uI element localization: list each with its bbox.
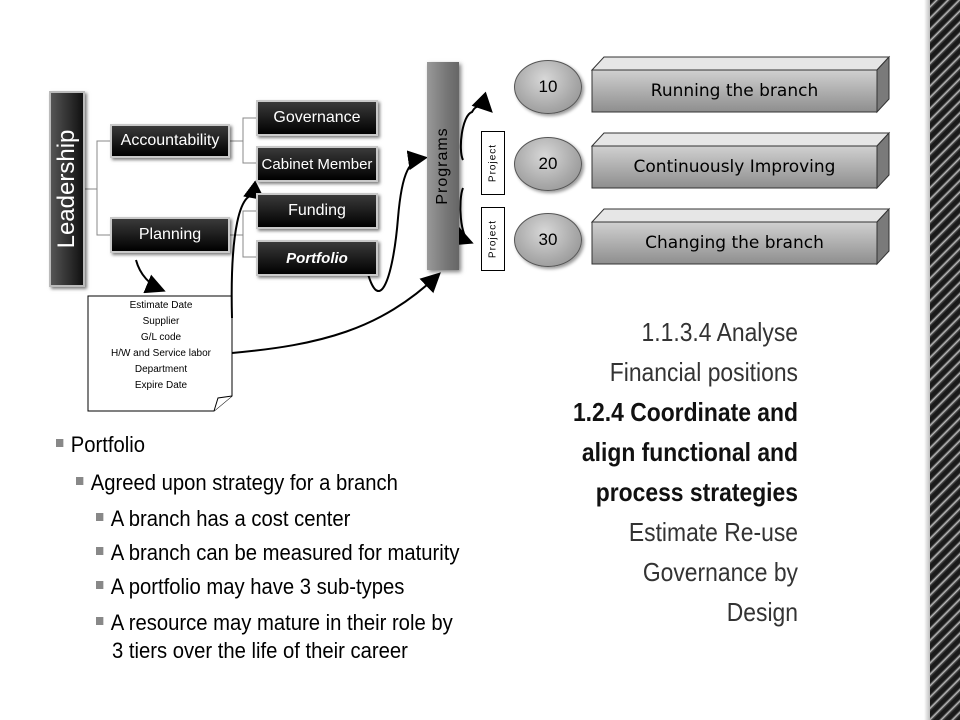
bullet-item: A branch has a cost center — [96, 506, 350, 532]
right-text-line-bold: process strategies — [595, 477, 798, 507]
bullet-square-icon — [96, 581, 104, 590]
right-text-line: 1.1.3.4 Analyse — [641, 317, 798, 347]
accountability-box: Accountability — [110, 124, 230, 158]
right-text-line-bold: align functional and — [581, 437, 798, 467]
level-circle: 20 — [514, 137, 582, 191]
bullet-item: A branch can be measured for maturity — [96, 540, 459, 566]
planning-box: Planning — [110, 217, 230, 253]
cabinet-member-box: Cabinet Member — [256, 146, 378, 182]
slab-changing — [590, 207, 891, 266]
bullet-square-icon — [76, 477, 84, 486]
note-line: Expire Date — [134, 380, 188, 391]
bullet-square-icon — [96, 547, 104, 556]
bullet-item: A resource may mature in their role by — [96, 610, 453, 636]
note-line: G/L code — [140, 332, 182, 343]
decorative-border — [924, 0, 960, 720]
level-circle: 10 — [514, 60, 582, 114]
note-content: Estimate Date Supplier G/L code H/W and … — [90, 298, 232, 394]
project-label: Project — [487, 143, 499, 183]
right-text-line: Design — [726, 597, 798, 627]
note-line: Department — [134, 364, 188, 375]
note-line: Estimate Date — [129, 300, 193, 311]
bullet-item: Agreed upon strategy for a branch — [76, 470, 398, 496]
bullet-text: A resource may mature in their role by — [110, 610, 453, 635]
right-text-line-bold: 1.2.4 Coordinate and — [572, 397, 798, 427]
arrow-programs-down — [451, 187, 474, 246]
note-line: Supplier — [142, 316, 180, 327]
programs-label: Programs — [434, 127, 451, 205]
right-text-block: 1.1.3.4 Analyse Financial positions 1.2.… — [470, 312, 798, 632]
slab-label: Continuously Improving — [633, 157, 836, 177]
note-line: H/W and Service labor — [110, 348, 212, 359]
bullet-text: Agreed upon strategy for a branch — [90, 470, 398, 495]
bullet-square-icon — [56, 439, 64, 448]
right-text-line: Estimate Re-use — [628, 517, 798, 547]
level-circle: 30 — [514, 213, 582, 267]
slab-label: Running the branch — [650, 81, 819, 101]
right-text-line: Financial positions — [609, 357, 798, 387]
bullet-continuation: 3 tiers over the life of their career — [112, 638, 408, 663]
leadership-label: Leadership — [53, 129, 80, 249]
bullet-square-icon — [96, 513, 104, 522]
arrow-note-to-funding — [230, 180, 266, 319]
bullet-square-icon — [96, 617, 104, 626]
diagram-connectors — [84, 55, 891, 412]
portfolio-box: Portfolio — [256, 240, 378, 276]
leadership-box: Leadership — [49, 91, 85, 287]
project-label: Project — [487, 219, 499, 259]
slab-improving — [590, 131, 891, 190]
bullet-text: A branch has a cost center — [110, 506, 351, 531]
arrow-programs-up — [459, 91, 493, 161]
governance-box: Governance — [256, 100, 378, 136]
project-box: Project — [481, 131, 505, 195]
slab-running — [590, 55, 891, 114]
project-box: Project — [481, 207, 505, 271]
bullet-item: A portfolio may have 3 sub-types — [96, 574, 404, 600]
slab-label: Changing the branch — [645, 233, 824, 253]
bullet-text: A branch can be measured for maturity — [110, 540, 460, 565]
programs-bar: Programs — [427, 62, 459, 270]
right-text-line: Governance by — [642, 557, 798, 587]
funding-box: Funding — [256, 193, 378, 229]
arrow-planning-to-note — [135, 259, 166, 294]
arrow-portfolio-to-programs — [364, 150, 428, 292]
note-fold — [213, 395, 233, 412]
bullet-text: Portfolio — [70, 432, 145, 457]
bullet-text: A portfolio may have 3 sub-types — [110, 574, 405, 599]
arrow-note-to-programs — [231, 272, 441, 354]
bullet-item: Portfolio — [56, 432, 145, 458]
